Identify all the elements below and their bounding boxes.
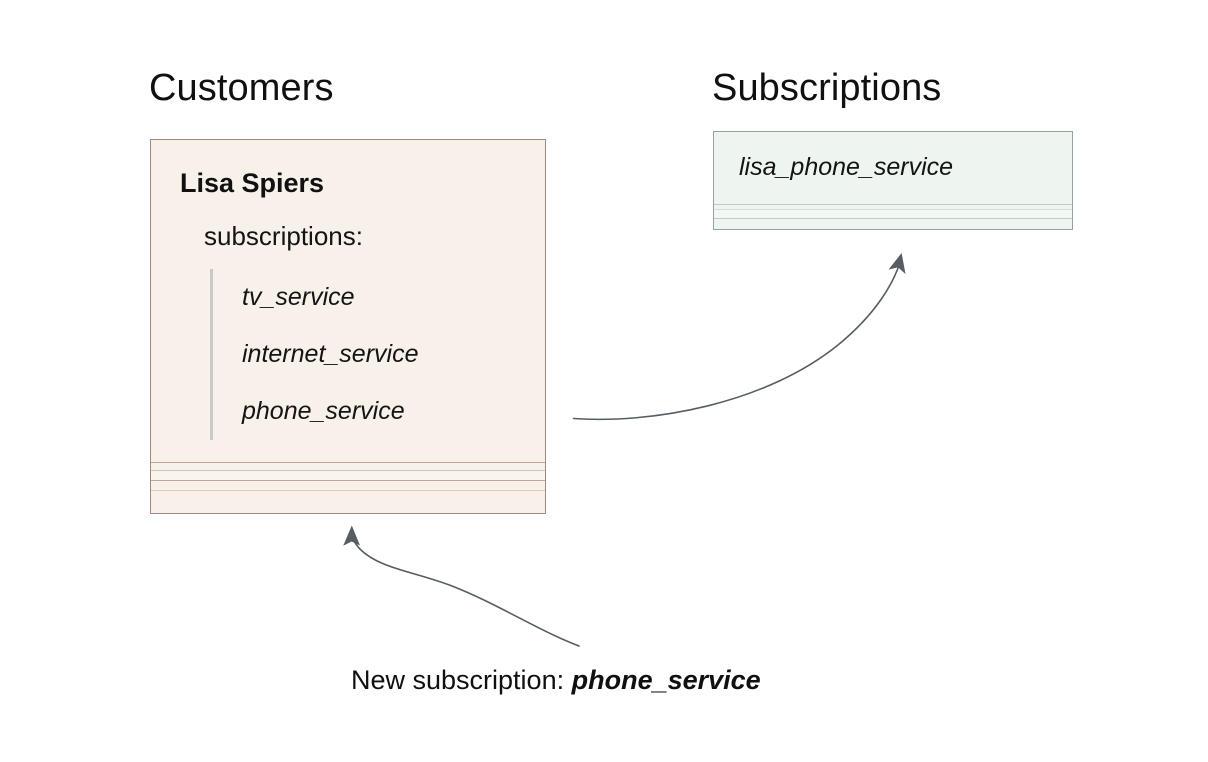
customer-card-stack xyxy=(151,462,545,511)
list-item: tv_service xyxy=(242,283,355,311)
customer-subscription-list: tv_service internet_service phone_servic… xyxy=(210,269,418,440)
customer-record-body: Lisa Spiers subscriptions: tv_service in… xyxy=(151,140,545,462)
arrowhead-icon xyxy=(343,525,360,546)
card-stack-divider xyxy=(151,462,545,470)
subscription-item-name: lisa_phone_service xyxy=(739,153,954,181)
card-stack-divider xyxy=(714,204,1072,209)
caption: New subscription: phone_service xyxy=(351,662,761,698)
arrow-caption-to-customers xyxy=(351,535,580,647)
arrow-customers-to-subscriptions xyxy=(572,263,901,421)
caption-value: phone_service xyxy=(571,665,761,695)
customer-name: Lisa Spiers xyxy=(180,168,325,198)
subscription-card-stack xyxy=(714,204,1072,229)
card-stack-divider xyxy=(151,480,545,490)
arrowhead-icon xyxy=(888,253,906,274)
list-item: phone_service xyxy=(242,397,405,425)
card-stack-divider xyxy=(151,490,545,511)
card-stack-divider xyxy=(714,218,1072,229)
customer-subscriptions-label: subscriptions: xyxy=(204,221,363,251)
caption-prefix: New subscription: xyxy=(351,665,572,695)
customer-record-card: Lisa Spiers subscriptions: tv_service in… xyxy=(150,139,546,514)
subscriptions-column-heading: Subscriptions xyxy=(712,67,942,109)
card-stack-divider xyxy=(714,209,1072,218)
card-stack-divider xyxy=(151,470,545,480)
subscription-record-card: lisa_phone_service xyxy=(713,131,1073,230)
subscription-record-body: lisa_phone_service xyxy=(714,132,1072,204)
list-item: internet_service xyxy=(242,340,419,368)
customers-column-heading: Customers xyxy=(149,67,334,109)
